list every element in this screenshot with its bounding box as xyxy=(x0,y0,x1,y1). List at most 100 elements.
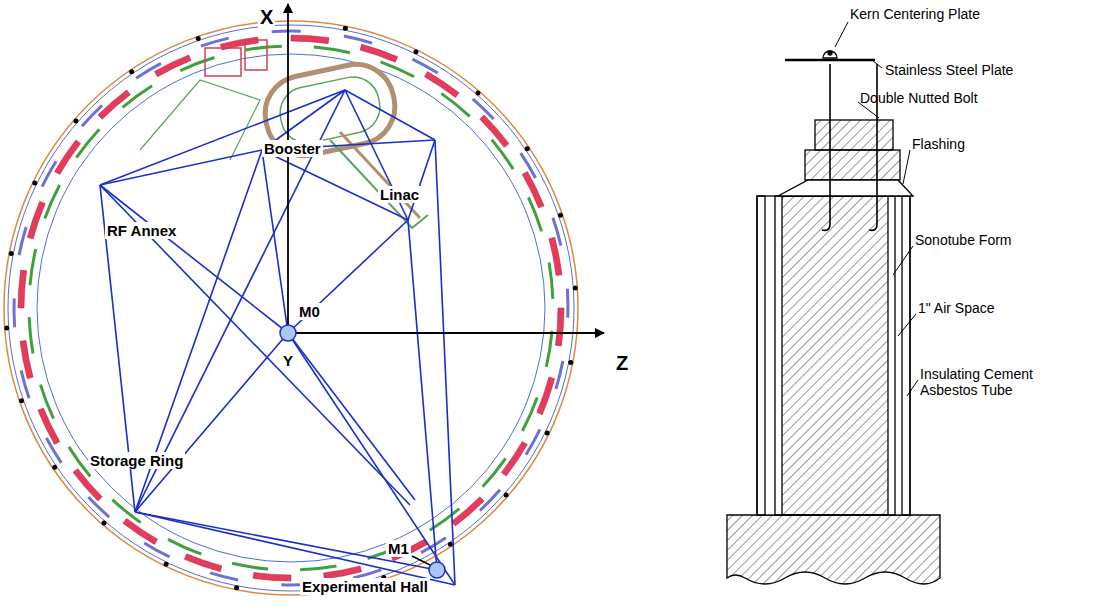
ring-outline xyxy=(8,25,574,591)
magnet-segment xyxy=(300,565,337,572)
magnet-segment xyxy=(521,397,539,432)
coordinate-axes xyxy=(288,4,604,333)
area-label: Storage Ring xyxy=(88,452,185,469)
ring-marker xyxy=(196,36,201,41)
storage-ring-drawing xyxy=(4,21,578,595)
magnet-segment xyxy=(111,499,141,524)
magnet-segment xyxy=(43,184,61,219)
magnet-segment xyxy=(122,85,153,109)
magnet-segment xyxy=(551,217,562,246)
area-label: Booster xyxy=(262,140,323,157)
magnet-segment xyxy=(232,562,269,571)
magnet-segment xyxy=(18,227,28,256)
part-label: Kern Centering Plate xyxy=(850,6,980,22)
magnet-segment xyxy=(519,152,537,178)
area-label: RF Annex xyxy=(105,222,178,239)
area-label: Linac xyxy=(378,186,421,203)
ring-marker xyxy=(19,398,24,403)
magnet-segment xyxy=(13,298,17,327)
magnet-segment xyxy=(566,289,570,318)
leader-lines xyxy=(835,22,918,396)
monument-m1 xyxy=(429,562,445,578)
magnet-segment xyxy=(527,197,543,232)
monument-m0 xyxy=(280,325,296,341)
magnet-segment xyxy=(522,172,544,208)
ring-marker xyxy=(234,585,239,590)
magnet-segment xyxy=(314,46,351,55)
magnet-segment xyxy=(472,98,495,120)
ring-marker xyxy=(9,251,14,256)
ring-marker xyxy=(73,119,78,124)
magnet-segment xyxy=(344,35,373,45)
magnet-segment xyxy=(210,571,239,581)
part-label: Flashing xyxy=(912,136,965,152)
magnet-segment xyxy=(180,56,215,72)
ring-marker xyxy=(52,465,57,470)
ring-outline xyxy=(37,54,545,562)
magnet-segment xyxy=(272,30,301,34)
ring-marker xyxy=(504,492,509,497)
magnet-segment xyxy=(81,104,103,127)
magnet-segment xyxy=(245,45,282,52)
ring-marker xyxy=(413,49,418,54)
leader-line xyxy=(412,556,430,565)
magnet-segment xyxy=(440,92,470,117)
ring-outline xyxy=(4,21,578,595)
magnet-segment xyxy=(39,384,55,419)
axis-label: X xyxy=(258,6,275,29)
part-label: Double Nutted Bolt xyxy=(860,90,978,106)
magnet-segment xyxy=(75,128,100,158)
axis-label: Z xyxy=(614,352,630,375)
ring-marker xyxy=(475,90,480,95)
part-label: Sonotube Form xyxy=(915,232,1012,248)
survey-network xyxy=(100,90,455,585)
ring-marker xyxy=(558,213,563,218)
magnet-segment xyxy=(555,308,564,346)
magnet-segment xyxy=(18,270,27,308)
magnet-segment xyxy=(27,201,45,239)
ring-marker xyxy=(545,430,550,435)
ring-marker xyxy=(164,562,169,567)
magnet-segment xyxy=(360,44,398,62)
ring-marker xyxy=(4,325,9,330)
magnet-segment xyxy=(167,538,202,556)
monument-label: M1 xyxy=(386,540,411,557)
magnet-segment xyxy=(29,249,38,286)
part-label: Stainless Steel Plate xyxy=(885,62,1013,78)
rf-annex-drawing xyxy=(140,40,267,160)
magnet-segment xyxy=(45,437,63,463)
magnet-segment xyxy=(253,572,291,581)
magnet-segment xyxy=(41,160,58,187)
ring-marker xyxy=(448,542,453,547)
magnet-segment xyxy=(537,377,555,415)
ring-marker xyxy=(573,286,578,291)
magnet-segment xyxy=(28,317,35,354)
magnet-segment xyxy=(184,554,222,572)
magnet-segment xyxy=(87,496,110,518)
magnet-segment xyxy=(200,37,229,48)
ring-marker xyxy=(525,146,530,151)
magnet-segment xyxy=(291,35,329,44)
part-label: 1" Air Space xyxy=(918,300,995,316)
part-label: Insulating Cement Asbestos Tube xyxy=(920,366,1045,398)
magnet-segment xyxy=(554,361,564,390)
magnet-segment xyxy=(135,62,161,80)
monument-label: M0 xyxy=(297,303,322,320)
magnet-segment xyxy=(482,457,507,487)
ring-marker xyxy=(568,360,573,365)
monument-pier-section xyxy=(727,51,940,584)
ring-marker xyxy=(32,181,37,186)
axis-label: Y xyxy=(281,352,295,369)
magnet-segment xyxy=(525,429,542,456)
magnet-segment xyxy=(491,139,515,170)
ring-marker xyxy=(102,521,107,526)
area-label: Experimental Hall xyxy=(300,578,430,595)
magnet-segment xyxy=(155,55,191,77)
magnet-segment xyxy=(38,408,60,444)
magnet-segment xyxy=(143,542,170,559)
magnet-segment xyxy=(548,262,555,299)
ring-marker xyxy=(129,69,134,74)
magnet-segment xyxy=(412,58,439,75)
linac-drawing xyxy=(330,132,428,228)
magnet-segment xyxy=(545,331,554,368)
